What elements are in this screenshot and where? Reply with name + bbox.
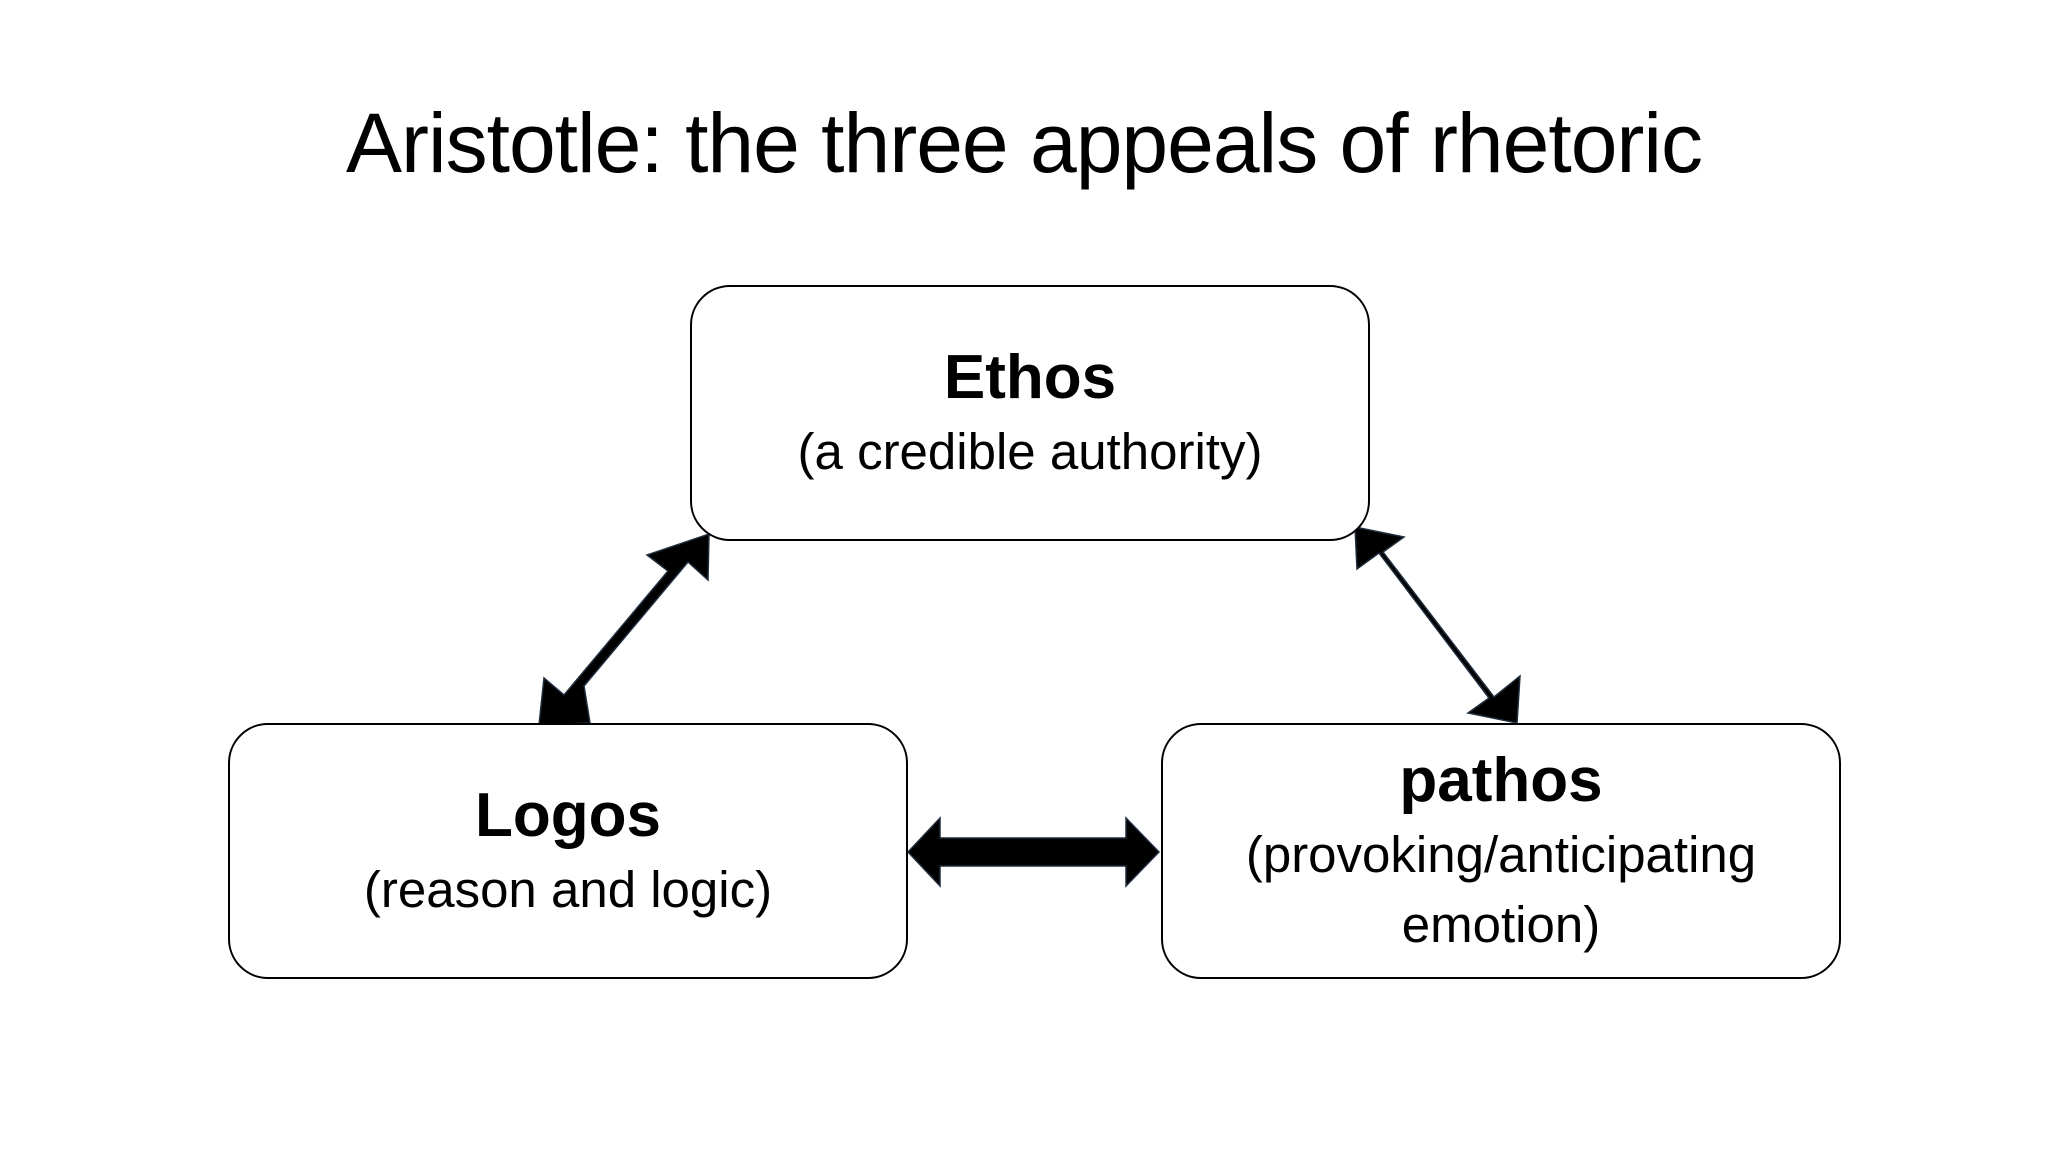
node-logos-description: (reason and logic)	[363, 861, 773, 918]
node-ethos: Ethos (a credible authority)	[690, 285, 1370, 541]
arrow-ethos-pathos	[1354, 526, 1521, 724]
arrow-logos-pathos	[906, 816, 1161, 888]
slide-title: Aristotle: the three appeals of rhetoric	[345, 96, 1703, 190]
node-pathos: pathos (provoking/anticipating emotion)	[1161, 723, 1841, 979]
node-ethos-label: Ethos	[943, 343, 1117, 412]
node-logos: Logos (reason and logic)	[228, 723, 908, 979]
node-ethos-description: (a credible authority)	[797, 423, 1263, 480]
node-pathos-label: pathos	[1399, 746, 1603, 815]
arrow-logos-ethos	[538, 532, 710, 726]
node-pathos-description: (provoking/anticipating emotion)	[1245, 826, 1757, 953]
node-logos-label: Logos	[475, 781, 661, 850]
